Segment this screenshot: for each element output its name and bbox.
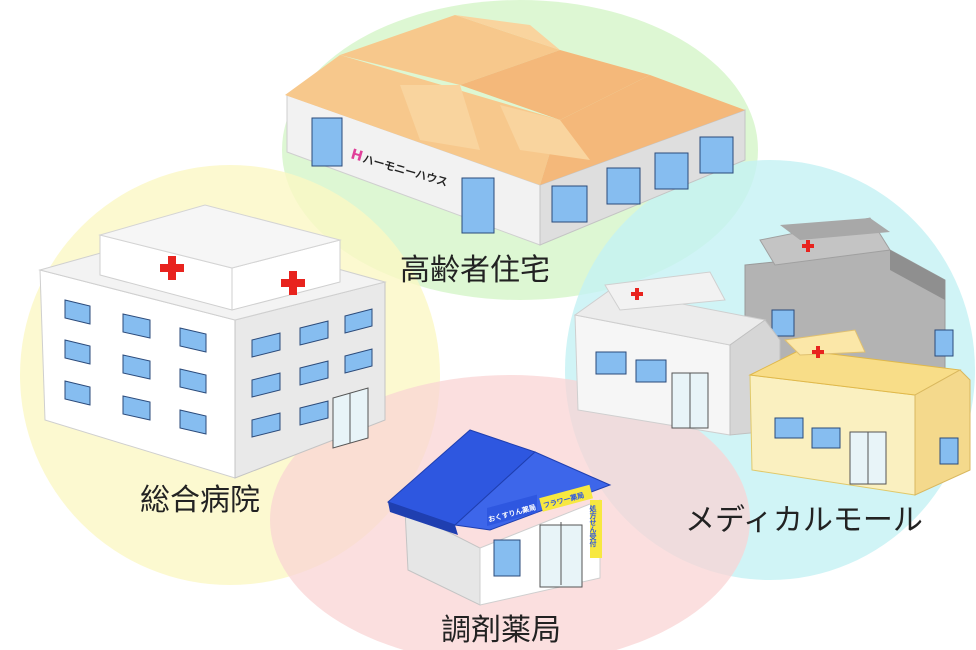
window [493,539,521,577]
prescription-side-text: 処方せん受付 [589,504,598,548]
red-cross-icon [281,271,305,295]
windows-front [64,299,207,435]
pharmacy-banner [487,494,537,526]
windows-right [551,136,734,223]
pharmacy-building: おくすりん薬局 フラワー薬局 処方せん受付 [387,429,612,606]
entrance-door [461,177,495,234]
general-hospital-building [38,204,387,479]
window [311,117,343,167]
medical-mall-label: メディカルモール [685,503,923,538]
flower-pharmacy-sign [539,484,594,512]
red-cross-icon [812,346,824,358]
red-cross-icon [802,240,814,252]
elderly-housing-label: 高齢者住宅 [400,253,550,288]
prescription-side-sign [590,500,602,558]
general-hospital-label: 総合病院 [140,483,260,518]
red-cross-icon [631,288,643,300]
harmony-logo: H [349,146,365,165]
pharmacy-label: 調剤薬局 [441,613,561,648]
medical-mall-buildings [573,217,971,496]
windows-side [251,308,373,438]
red-cross-icon [160,256,184,280]
elderly-housing-building: H ハーモニーハウス [285,15,746,246]
